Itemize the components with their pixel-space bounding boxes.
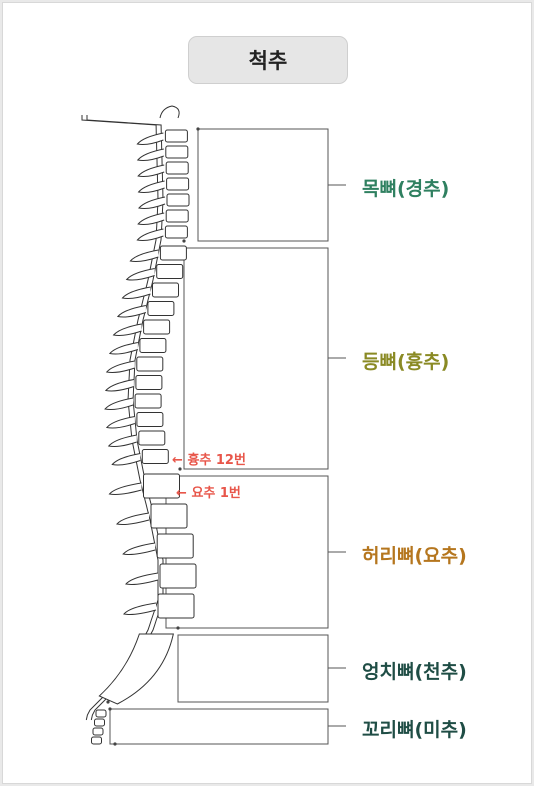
cervical-vertebra (166, 177, 190, 191)
marker-t12: ← 흉추 12번 (172, 449, 246, 468)
sacral-bracket (177, 634, 329, 703)
sacrum-shape (98, 633, 174, 705)
cervical-spinous-process (137, 180, 165, 193)
arrow-left-icon: ← (172, 453, 183, 468)
thoracic-vertebra (135, 375, 163, 390)
marker-l1: ← 요추 1번 (176, 482, 241, 501)
thoracic-spinous-process (129, 249, 159, 262)
lumbar-spinous-process (122, 542, 156, 555)
arrow-left-icon: ← (176, 486, 187, 501)
thoracic-vertebra (138, 430, 166, 446)
lumbar-spinous-process (123, 602, 157, 615)
thoracic-spinous-process (121, 286, 151, 299)
thoracic-vertebra (143, 319, 171, 335)
cervical-spinous-process (136, 148, 164, 161)
cervical-vertebra (165, 161, 189, 175)
coccyx-segment (94, 718, 105, 727)
coccyx-segment (95, 709, 107, 718)
thoracic-vertebra (136, 356, 164, 372)
thoracic-spinous-process (125, 268, 155, 281)
thoracic-spinous-process (104, 397, 134, 410)
cervical-vertebra (165, 145, 189, 159)
thoracic-spinous-process (105, 416, 136, 429)
thoracic-bracket (183, 247, 329, 470)
cervical-vertebra (165, 209, 189, 223)
thoracic-spinous-process (112, 323, 142, 336)
coccyx-bracket (109, 708, 329, 745)
thoracic-spinous-process (107, 434, 137, 447)
spine-illustration (81, 105, 197, 745)
spine-top-hook (159, 105, 180, 119)
page-title: 척추 (248, 49, 288, 73)
cervical-spinous-process (137, 164, 165, 177)
lumbar-vertebra (143, 473, 180, 499)
label-thoracic: 등뼈(흉추) (362, 351, 450, 373)
cervical-vertebra (166, 193, 190, 207)
cervical-spinous-process (137, 212, 165, 225)
lumbar-vertebra (159, 563, 197, 589)
thoracic-vertebra (159, 245, 187, 261)
coccyx-segment (91, 736, 102, 745)
thoracic-vertebra (147, 301, 175, 316)
marker-t12-label: 흉추 12번 (187, 453, 246, 468)
lumbar-spinous-process (108, 482, 142, 495)
lumbar-spinous-process (125, 572, 159, 585)
thoracic-vertebra (152, 282, 179, 298)
thoracic-spinous-process (108, 342, 139, 355)
thoracic-vertebra (134, 393, 162, 409)
label-coccyx: 꼬리뼈(미추) (362, 719, 467, 741)
lumbar-spinous-process (116, 512, 150, 525)
cervical-bracket (197, 128, 329, 242)
thoracic-vertebra (141, 449, 169, 464)
thoracic-spinous-process (104, 379, 135, 392)
lumbar-vertebra (150, 503, 188, 529)
thoracic-vertebra (139, 338, 167, 353)
thoracic-vertebra (136, 412, 164, 427)
cervical-vertebra (164, 225, 188, 239)
title-badge: 척추 (188, 36, 348, 84)
thoracic-spinous-process (111, 453, 141, 466)
cervical-spinous-process (136, 228, 164, 241)
label-sacral: 엉치뼈(천추) (362, 661, 467, 683)
thoracic-spinous-process (116, 305, 147, 318)
lumbar-vertebra (157, 593, 195, 619)
thoracic-spinous-process (105, 360, 135, 373)
thoracic-vertebra (156, 264, 184, 279)
marker-l1-label: 요추 1번 (191, 486, 241, 501)
cervical-vertebra (164, 129, 188, 143)
label-cervical: 목뼈(경추) (362, 178, 450, 200)
cervical-spinous-process (136, 132, 164, 145)
label-lumbar: 허리뼈(요추) (362, 545, 467, 567)
cervical-spinous-process (138, 196, 166, 209)
coccyx-segment (92, 727, 104, 736)
lumbar-vertebra (156, 533, 194, 559)
